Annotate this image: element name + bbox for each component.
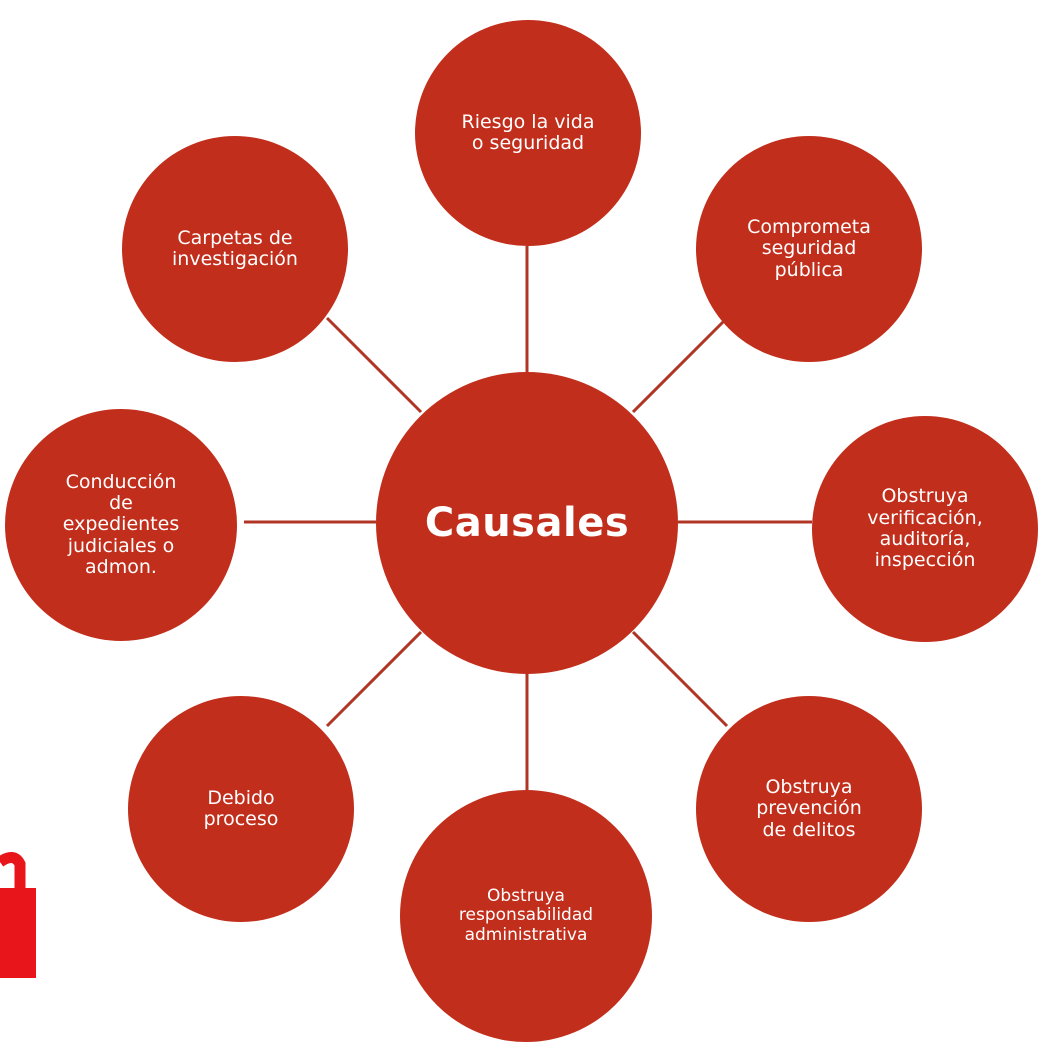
node-obstruya-prevencion: Obstruya prevención de delitos — [696, 696, 922, 922]
node-comprometa-seguridad: Comprometa seguridad pública — [696, 136, 922, 362]
node-label: Obstruya responsabilidad administrativa — [458, 886, 594, 945]
node-riesgo-vida: Riesgo la vida o seguridad — [415, 20, 641, 246]
node-carpetas-investigacion: Carpetas de investigación — [122, 136, 348, 362]
connector-obstruya-prevencion — [631, 630, 729, 728]
connector-debido-proceso — [325, 630, 423, 728]
lock-icon — [0, 852, 36, 978]
node-conduccion-expedientes: Conducción de expedientes judiciales o a… — [5, 409, 237, 641]
node-debido-proceso: Debido proceso — [128, 696, 354, 922]
node-label: Conducción de expedientes judiciales o a… — [62, 470, 180, 578]
node-label: Riesgo la vida o seguridad — [461, 110, 595, 154]
node-label: Debido proceso — [203, 786, 279, 830]
node-label: Carpetas de investigación — [172, 226, 298, 270]
node-label: Obstruya prevención de delitos — [756, 776, 862, 841]
node-label: Comprometa seguridad pública — [747, 216, 871, 281]
node-obstruya-verificacion: Obstruya verificación, auditoría, inspec… — [812, 416, 1038, 642]
center-label: Causales — [424, 499, 630, 546]
connector-comprometa-seguridad — [631, 316, 729, 414]
node-label: Obstruya verificación, auditoría, inspec… — [867, 485, 983, 572]
connector-carpetas-investigacion — [325, 316, 423, 414]
node-obstruya-responsabilidad: Obstruya responsabilidad administrativa — [400, 790, 652, 1042]
center-node: Causales — [376, 372, 678, 674]
